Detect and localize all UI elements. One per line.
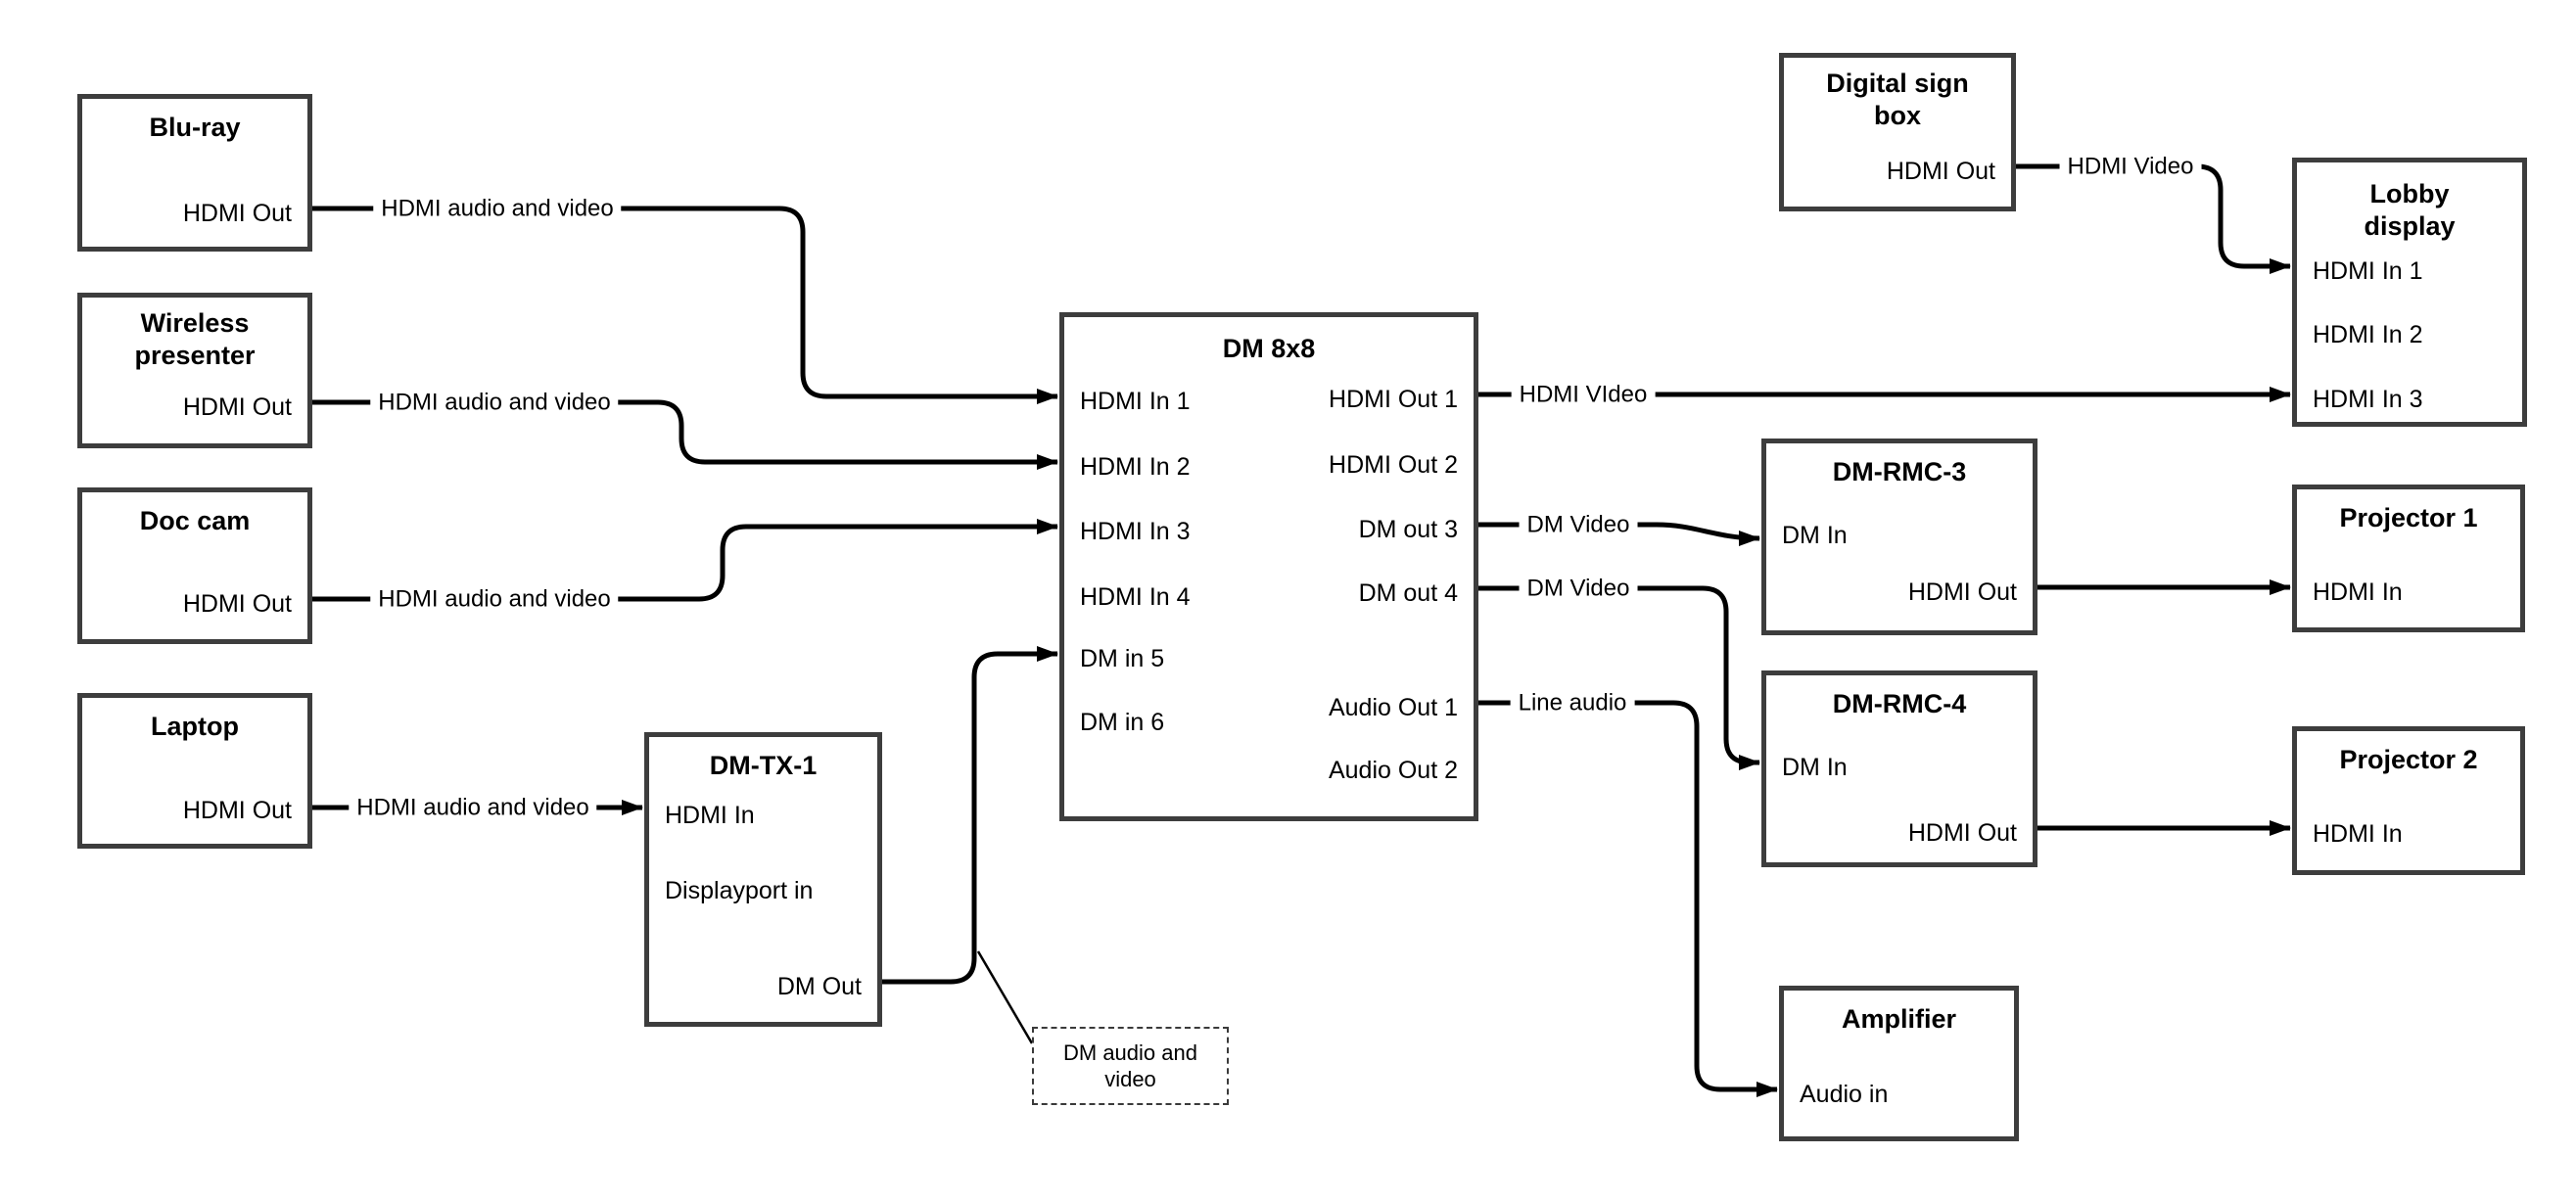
connector-dm8x8-audio1-to-amplifier <box>1478 700 1778 1097</box>
port-dm-in: DM In <box>1782 522 1848 549</box>
port-hdmi-out: HDMI Out <box>1907 819 2017 847</box>
port-dm-out-4: DM out 4 <box>1358 579 1458 607</box>
connector-sign-to-lobby-in1 <box>2016 163 2291 274</box>
port-dm-in-6: DM in 6 <box>1080 709 1165 736</box>
device-box-digital-sign-box: Digital sign box HDMI Out <box>1779 53 2016 211</box>
port-audio-out-2: Audio Out 2 <box>1328 757 1458 784</box>
connection-label-hdmi-video: HDMI VIdeo <box>1511 380 1656 409</box>
port-hdmi-in-1: HDMI In 1 <box>1080 388 1191 415</box>
device-box-dm-8x8: DM 8x8 HDMI In 1 HDMI In 2 HDMI In 3 HDM… <box>1059 312 1478 821</box>
device-title: Digital sign box <box>1826 69 1969 130</box>
device-box-lobby-display: Lobby display HDMI In 1 HDMI In 2 HDMI I… <box>2292 158 2527 427</box>
device-box-dm-rmc-4: DM-RMC-4 DM In HDMI Out <box>1761 670 2037 867</box>
port-audio-out-1: Audio Out 1 <box>1328 694 1458 721</box>
annotation-note-text: DM audio and video <box>1063 1040 1197 1091</box>
connection-label-hdmi-audio-video: HDMI audio and video <box>370 388 619 417</box>
port-hdmi-in-2: HDMI In 2 <box>2313 321 2423 348</box>
connector-dm8x8-out4-to-rmc4 <box>1478 585 1760 770</box>
annotation-note: DM audio and video <box>1032 1027 1229 1105</box>
port-displayport-in: Displayport in <box>665 877 814 904</box>
port-hdmi-in-3: HDMI In 3 <box>1080 518 1191 545</box>
port-hdmi-in-4: HDMI In 4 <box>1080 583 1191 611</box>
device-box-dm-tx-1: DM-TX-1 HDMI In Displayport in DM Out <box>644 732 882 1027</box>
connection-label-dm-video: DM Video <box>1519 510 1638 539</box>
port-hdmi-out: HDMI Out <box>182 200 292 227</box>
port-hdmi-out: HDMI Out <box>1886 158 1995 185</box>
device-box-wireless-presenter: Wireless presenter HDMI Out <box>77 293 312 448</box>
connection-label-hdmi-audio-video: HDMI audio and video <box>349 793 597 822</box>
port-hdmi-in: HDMI In <box>2313 578 2403 606</box>
device-box-blu-ray: Blu-ray HDMI Out <box>77 94 312 252</box>
port-hdmi-out: HDMI Out <box>182 393 292 421</box>
connector-blu-ray-to-dm8x8-in1 <box>312 206 1058 404</box>
port-hdmi-in: HDMI In <box>2313 820 2403 848</box>
port-audio-in: Audio in <box>1800 1081 1889 1108</box>
connection-label-hdmi-audio-video: HDMI audio and video <box>373 194 622 223</box>
device-title: Lobby display <box>2364 179 2456 241</box>
connection-label-line-audio: Line audio <box>1510 688 1635 717</box>
device-box-projector-2: Projector 2 HDMI In <box>2292 726 2525 875</box>
port-hdmi-out-2: HDMI Out 2 <box>1329 451 1458 479</box>
device-title: Amplifier <box>1841 1004 1957 1034</box>
device-box-projector-1: Projector 1 HDMI In <box>2292 485 2525 632</box>
connection-label-hdmi-video: HDMI Video <box>2059 152 2202 181</box>
device-box-dm-rmc-3: DM-RMC-3 DM In HDMI Out <box>1761 439 2037 635</box>
port-hdmi-out: HDMI Out <box>1907 578 2017 606</box>
port-dm-out: DM Out <box>776 973 862 1000</box>
note-callout-line <box>976 950 1034 1044</box>
connection-label-dm-video: DM Video <box>1519 574 1638 603</box>
port-hdmi-out: HDMI Out <box>182 590 292 618</box>
port-hdmi-in-3: HDMI In 3 <box>2313 386 2423 413</box>
device-title: DM-RMC-3 <box>1832 457 1967 486</box>
device-title: Doc cam <box>139 506 251 535</box>
device-box-laptop: Laptop HDMI Out <box>77 693 312 849</box>
device-title: DM 8x8 <box>1222 334 1316 363</box>
device-title: Projector 2 <box>2339 745 2478 774</box>
device-title: Wireless presenter <box>134 308 256 370</box>
connector-wireless-to-dm8x8-in2 <box>312 399 1058 470</box>
device-title: Blu-ray <box>149 113 241 142</box>
port-dm-in-5: DM in 5 <box>1080 645 1165 672</box>
device-title: DM-RMC-4 <box>1832 689 1967 718</box>
connection-label-hdmi-audio-video: HDMI audio and video <box>370 584 619 614</box>
port-hdmi-in-1: HDMI In 1 <box>2313 257 2423 285</box>
port-hdmi-in-2: HDMI In 2 <box>1080 453 1191 481</box>
connector-dm-tx1-to-dm8x8-in5 <box>882 646 1058 985</box>
connector-dm8x8-out3-to-rmc3 <box>1478 522 1760 546</box>
device-title: DM-TX-1 <box>709 751 818 780</box>
port-hdmi-out-1: HDMI Out 1 <box>1329 386 1458 413</box>
connector-doc-cam-to-dm8x8-in3 <box>312 519 1058 602</box>
port-dm-out-3: DM out 3 <box>1358 516 1458 543</box>
port-hdmi-out: HDMI Out <box>182 797 292 824</box>
device-box-amplifier: Amplifier Audio in <box>1779 986 2019 1141</box>
port-dm-in: DM In <box>1782 754 1848 781</box>
device-title: Laptop <box>151 712 239 741</box>
device-box-doc-cam: Doc cam HDMI Out <box>77 487 312 644</box>
device-title: Projector 1 <box>2339 503 2478 532</box>
port-hdmi-in: HDMI In <box>665 802 755 829</box>
